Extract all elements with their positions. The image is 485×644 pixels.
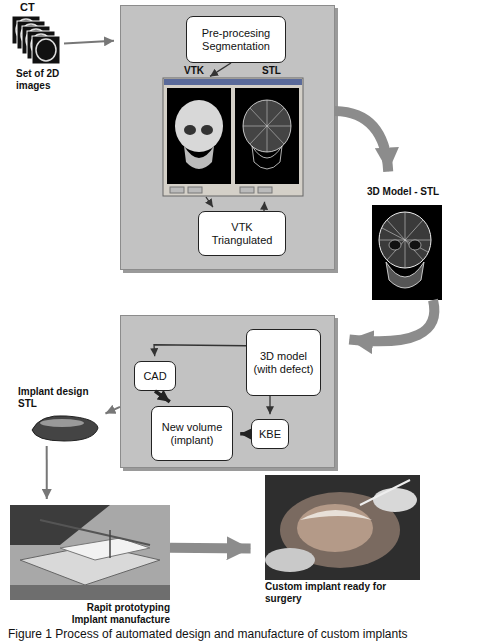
flow-arrow [240,432,251,436]
illustration-part [163,78,303,196]
process-box: New volume (implant) [151,406,233,461]
illustration-part [409,240,421,250]
surgery-photo [265,475,420,580]
illustration-part [31,34,51,56]
image-label: STL [262,65,281,77]
illustration-part [27,31,55,59]
illustration-part [12,16,40,44]
vtk-stl-screenshot [163,78,303,196]
illustration-part [184,146,214,169]
process-box: Pre-procesing Segmentation [186,16,286,63]
illustration-part [10,505,170,600]
ct-image-stack [12,16,60,64]
illustration-part [372,205,442,300]
illustration-part [300,510,372,520]
illustration-part [379,212,431,268]
process-panel: 3D model (with defect) CAD KBE New volume (… [120,315,335,468]
flow-arrow [46,446,48,499]
illustration-part [17,21,45,49]
image-node: VTKSTL [164,79,304,197]
illustration-part [235,88,299,184]
image-label: 3D Model - STL [367,186,439,198]
box-text: VTK Triangulated [211,221,273,246]
flow-arrow [206,197,213,207]
illustration-part [109,530,111,558]
illustration-part [10,585,170,600]
illustration-part [252,146,282,169]
box-text: CAD [143,370,166,383]
image-label: Custom implant ready for surgery [265,581,390,604]
illustration-part [22,26,50,54]
illustration-part [373,488,417,512]
implant-shape [32,416,98,441]
illustration-part [240,187,254,193]
flow-arrow [335,111,388,172]
illustration-part [32,416,98,441]
image-label: CT [20,1,35,14]
illustration-part [16,19,36,41]
image-label: Set of 2D images [16,68,78,91]
stl-skull-model [372,205,442,300]
illustration-part [170,187,184,193]
illustration-part [201,125,213,135]
flow-arrow [263,202,265,211]
process-box: CAD [134,361,176,391]
box-text: 3D model (with defect) [250,350,317,375]
illustration-part [265,548,315,572]
illustration-part [386,262,424,288]
process-box: 3D model (with defect) [246,329,321,396]
illustration-part [280,492,400,568]
process-panel: Pre-procesing SegmentationVTKSTLVTK Tria… [120,5,335,270]
illustration-part [360,480,410,505]
illustration-part [60,538,150,560]
image-node: CTSet of 2D images [12,16,64,66]
flow-arrow [170,543,251,554]
illustration-part [26,29,46,51]
image-node: Implant design STL [18,386,100,446]
illustration-part [164,79,302,85]
flow-arrow [105,407,120,414]
illustration-part [40,520,150,545]
flow-arrow [64,41,114,44]
illustration-part [36,39,56,61]
image-label: VTK [184,65,204,77]
process-box: VTK Triangulated [198,211,286,256]
box-text: KBE [259,428,281,441]
illustration-part [243,100,291,152]
flow-arrow [269,396,270,414]
rapid-prototyping-photo [10,505,170,600]
illustration-part [379,212,431,268]
image-node: Custom implant ready for surgery [265,475,420,580]
illustration-part [167,88,231,184]
illustration-part [389,240,401,250]
box-text: Pre-procesing Segmentation [190,27,282,52]
image-node: 3D Model - STL [365,186,445,300]
illustration-part [243,100,291,152]
figure-caption: Figure 1 Process of automated design and… [8,627,478,641]
illustration-part [184,125,196,135]
illustration-part [10,505,110,545]
illustration-part [265,475,420,580]
illustration-part [258,187,272,193]
flow-arrow [349,300,434,341]
box-text: New volume (implant) [155,421,229,446]
illustration-part [188,187,202,193]
flow-arrow [155,391,170,402]
illustration-part [21,24,41,46]
illustration-part [297,504,373,552]
process-box: KBE [251,419,289,449]
illustration-part [40,419,84,427]
image-node: Rapit prototyping Implant manufacture [10,505,170,600]
flow-arrow [210,63,231,76]
illustration-part [20,545,160,585]
image-label: Implant design STL [18,386,98,409]
flow-arrow [154,345,246,356]
illustration-part [32,36,60,64]
illustration-part [175,100,223,152]
image-label: Rapit prototyping Implant manufacture [58,602,170,625]
